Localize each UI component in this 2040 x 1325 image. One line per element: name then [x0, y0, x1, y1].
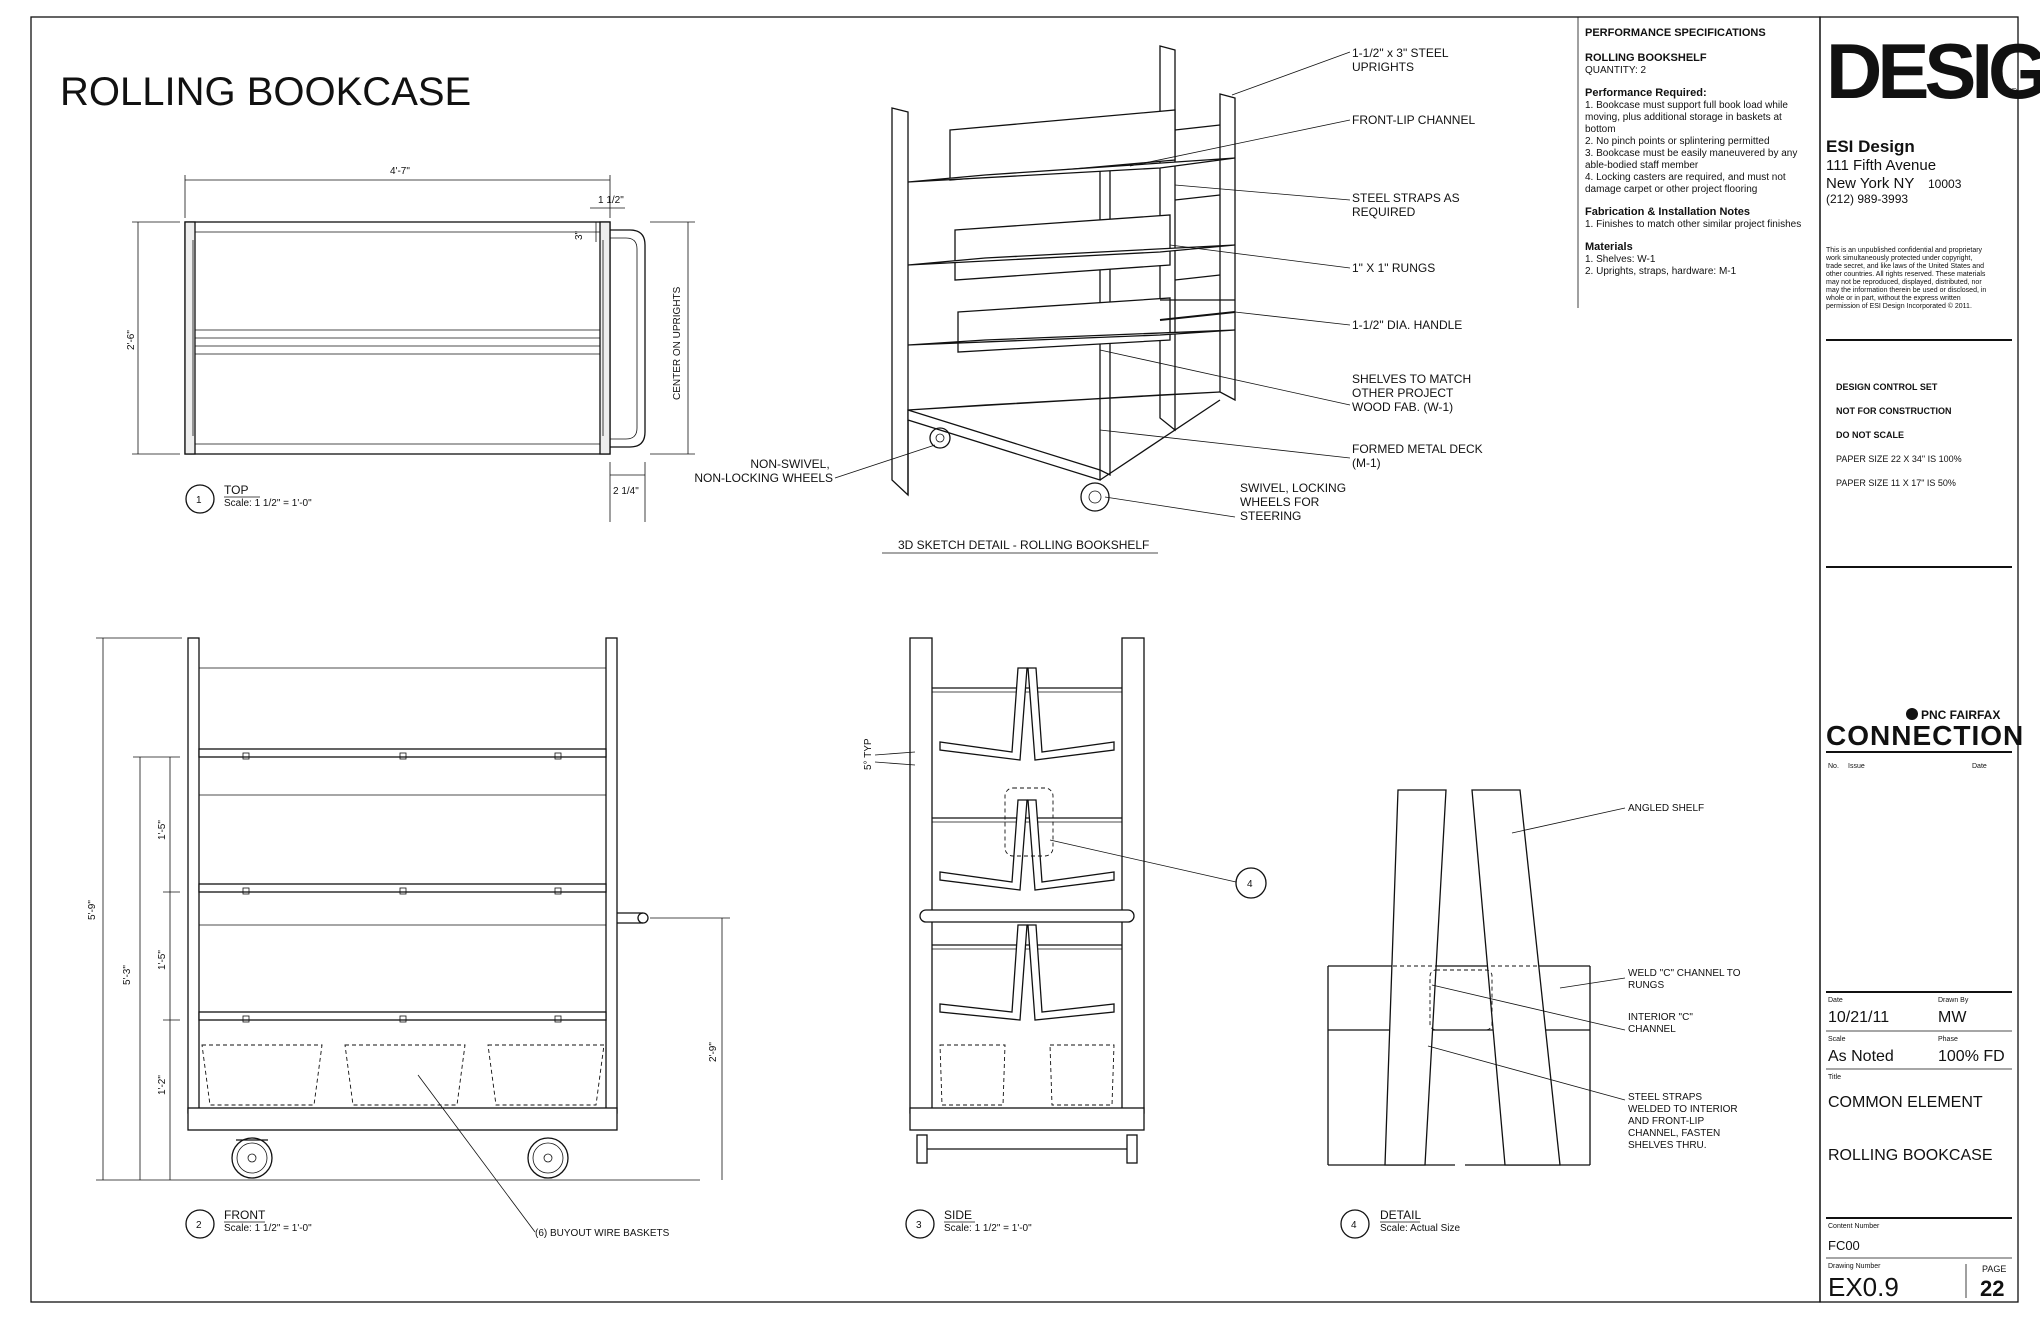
- page-title: ROLLING BOOKCASE: [60, 70, 471, 114]
- callout-front-lip: FRONT-LIP CHANNEL: [1352, 113, 1475, 127]
- svg-text:1 1/2": 1 1/2": [598, 195, 624, 206]
- front-view: 5'-9" 5'-3" 1'-5" 1'-5" 1'-2" 2'-9" (6) …: [87, 637, 730, 1239]
- svg-text:SIDE: SIDE: [944, 1208, 972, 1222]
- svg-text:Scale: Scale: [1828, 1036, 1846, 1043]
- performance-specs: PERFORMANCE SPECIFICATIONS ROLLING BOOKS…: [1585, 27, 1801, 277]
- titleblock-border: [1819, 16, 2019, 1303]
- svg-text:2'-9": 2'-9": [708, 1042, 719, 1062]
- svg-text:2'-6": 2'-6": [126, 330, 137, 350]
- svg-text:TOP: TOP: [224, 483, 248, 497]
- callout-angled-shelf: ANGLED SHELF: [1628, 803, 1704, 814]
- svg-text:1'-2": 1'-2": [157, 1075, 168, 1095]
- svg-text:PAGE: PAGE: [1982, 1264, 2006, 1274]
- callout-rungs: 1" X 1" RUNGS: [1352, 261, 1435, 275]
- callout-shelves: SHELVES TO MATCH OTHER PROJECT WOOD FAB.…: [1352, 372, 1474, 414]
- svg-text:10003: 10003: [1928, 177, 1962, 191]
- svg-text:PNC FAIRFAX: PNC FAIRFAX: [1921, 708, 2000, 722]
- svg-text:Scale: 1 1/2" = 1'-0": Scale: 1 1/2" = 1'-0": [224, 498, 312, 509]
- svg-text:3: 3: [916, 1220, 922, 1231]
- titleblock: DESIGN ® ESI Design 111 Fifth Avenue New…: [1825, 27, 2040, 1302]
- svg-text:PERFORMANCE SPECIFICATIONS: PERFORMANCE SPECIFICATIONS: [1585, 27, 1766, 39]
- svg-text:PAPER SIZE 11 X 17" IS 50%: PAPER SIZE 11 X 17" IS 50%: [1836, 478, 1956, 488]
- svg-text:COMMON ELEMENT: COMMON ELEMENT: [1828, 1094, 1983, 1111]
- svg-text:As Noted: As Noted: [1828, 1048, 1894, 1065]
- svg-text:5'-3": 5'-3": [122, 965, 133, 985]
- svg-text:4: 4: [1247, 879, 1253, 890]
- svg-text:Materials: Materials: [1585, 241, 1633, 253]
- sketch-3d: [834, 45, 1351, 518]
- svg-text:5'-9": 5'-9": [87, 900, 98, 920]
- svg-text:MW: MW: [1938, 1009, 1967, 1026]
- side-view: 5° TYP 4 3 SIDE Scale: 1 1/2" = 1'-0": [863, 637, 1267, 1239]
- svg-text:Scale: Actual Size: Scale: Actual Size: [1380, 1223, 1460, 1234]
- svg-text:2. Uprights, straps, hardware:: 2. Uprights, straps, hardware: M-1: [1585, 266, 1737, 277]
- svg-text:Date: Date: [1828, 997, 1843, 1004]
- svg-text:No.: No.: [1828, 763, 1839, 770]
- svg-text:DESIGN CONTROL SET: DESIGN CONTROL SET: [1836, 382, 1938, 392]
- svg-text:PAPER SIZE 22 X 34" IS 100%: PAPER SIZE 22 X 34" IS 100%: [1836, 454, 1962, 464]
- svg-text:Drawn By: Drawn By: [1938, 997, 1969, 1004]
- svg-text:22: 22: [1980, 1276, 2004, 1301]
- svg-text:(212) 989-3993: (212) 989-3993: [1826, 192, 1908, 206]
- svg-text:Scale: 1 1/2" = 1'-0": Scale: 1 1/2" = 1'-0": [224, 1223, 312, 1234]
- callout-handle: 1-1/2" DIA. HANDLE: [1352, 318, 1462, 332]
- svg-text:New York NY: New York NY: [1826, 175, 1914, 192]
- svg-text:ESI Design: ESI Design: [1826, 137, 1915, 156]
- svg-text:2 1/4": 2 1/4": [613, 486, 639, 497]
- project-name: CONNECTION: [1826, 720, 2024, 751]
- design-logo: DESIGN: [1826, 27, 2040, 115]
- svg-text:DETAIL: DETAIL: [1380, 1208, 1421, 1222]
- callout-straps: STEEL STRAPS AS REQUIRED: [1352, 191, 1463, 219]
- svg-text:Scale: 1 1/2" = 1'-0": Scale: 1 1/2" = 1'-0": [944, 1223, 1032, 1234]
- callout-nonswivel: NON-SWIVEL, NON-LOCKING WHEELS: [694, 457, 833, 485]
- svg-text:DO NOT SCALE: DO NOT SCALE: [1836, 430, 1904, 440]
- svg-text:2: 2: [196, 1220, 202, 1231]
- svg-text:Fabrication & Installation Not: Fabrication & Installation Notes: [1585, 206, 1750, 218]
- svg-text:Drawing Number: Drawing Number: [1828, 1263, 1881, 1270]
- svg-text:3": 3": [574, 230, 585, 240]
- callout-interior-channel: INTERIOR "C" CHANNEL: [1628, 1012, 1696, 1035]
- svg-text:This is an unpublished confide: This is an unpublished confidential and …: [1825, 244, 1989, 310]
- svg-text:CENTER ON UPRIGHTS: CENTER ON UPRIGHTS: [672, 286, 683, 400]
- svg-text:QUANTITY: 2: QUANTITY: 2: [1585, 65, 1647, 76]
- sketch-title: 3D SKETCH DETAIL - ROLLING BOOKSHELF: [898, 538, 1149, 552]
- svg-text:1. Bookcase must support full: 1. Bookcase must support full book load …: [1585, 100, 1800, 195]
- svg-text:10/21/11: 10/21/11: [1828, 1009, 1889, 1026]
- baskets-note: (6) BUYOUT WIRE BASKETS: [535, 1228, 670, 1239]
- svg-text:®: ®: [2010, 87, 2018, 99]
- svg-text:1'-5": 1'-5": [157, 950, 168, 970]
- svg-text:FRONT: FRONT: [224, 1208, 266, 1222]
- pnc-logo-icon: [1906, 708, 1918, 720]
- callout-weld: WELD "C" CHANNEL TO RUNGS: [1628, 968, 1743, 991]
- svg-text:4: 4: [1351, 1220, 1357, 1231]
- svg-text:1. Shelves: W-1: 1. Shelves: W-1: [1585, 254, 1656, 265]
- callout-deck: FORMED METAL DECK (M-1): [1352, 442, 1486, 470]
- svg-text:ROLLING BOOKSHELF: ROLLING BOOKSHELF: [1585, 52, 1707, 64]
- top-view: 4'-7" 2'-6" 1 1/2" 3" CENTER ON UPRIGHTS…: [126, 166, 695, 522]
- svg-text:4'-7": 4'-7": [390, 166, 410, 177]
- svg-text:1'-5": 1'-5": [157, 820, 168, 840]
- callout-uprights: 1-1/2" x 3" STEEL UPRIGHTS: [1352, 46, 1451, 74]
- svg-text:Title: Title: [1828, 1074, 1841, 1081]
- callout-steel-straps: STEEL STRAPS WELDED TO INTERIOR AND FRON…: [1628, 1092, 1740, 1151]
- svg-text:Date: Date: [1972, 763, 1987, 770]
- svg-text:Issue: Issue: [1848, 763, 1865, 770]
- svg-text:1. Finishes to match other sim: 1. Finishes to match other similar proje…: [1585, 219, 1801, 230]
- svg-text:1: 1: [196, 495, 202, 506]
- svg-text:NOT FOR CONSTRUCTION: NOT FOR CONSTRUCTION: [1836, 406, 1952, 416]
- svg-text:Phase: Phase: [1938, 1036, 1958, 1043]
- svg-text:Content Number: Content Number: [1828, 1223, 1880, 1230]
- svg-text:Performance Required:: Performance Required:: [1585, 87, 1707, 99]
- svg-text:5° TYP: 5° TYP: [863, 738, 874, 770]
- svg-text:100% FD: 100% FD: [1938, 1048, 2005, 1065]
- svg-text:ROLLING BOOKCASE: ROLLING BOOKCASE: [1828, 1147, 1993, 1164]
- svg-text:111 Fifth Avenue: 111 Fifth Avenue: [1826, 157, 1936, 174]
- callout-swivel: SWIVEL, LOCKING WHEELS FOR STEERING: [1240, 481, 1349, 523]
- detail-view: 4 DETAIL Scale: Actual Size: [1327, 789, 1626, 1239]
- svg-text:FC00: FC00: [1828, 1238, 1860, 1253]
- svg-text:EX0.9: EX0.9: [1828, 1272, 1899, 1302]
